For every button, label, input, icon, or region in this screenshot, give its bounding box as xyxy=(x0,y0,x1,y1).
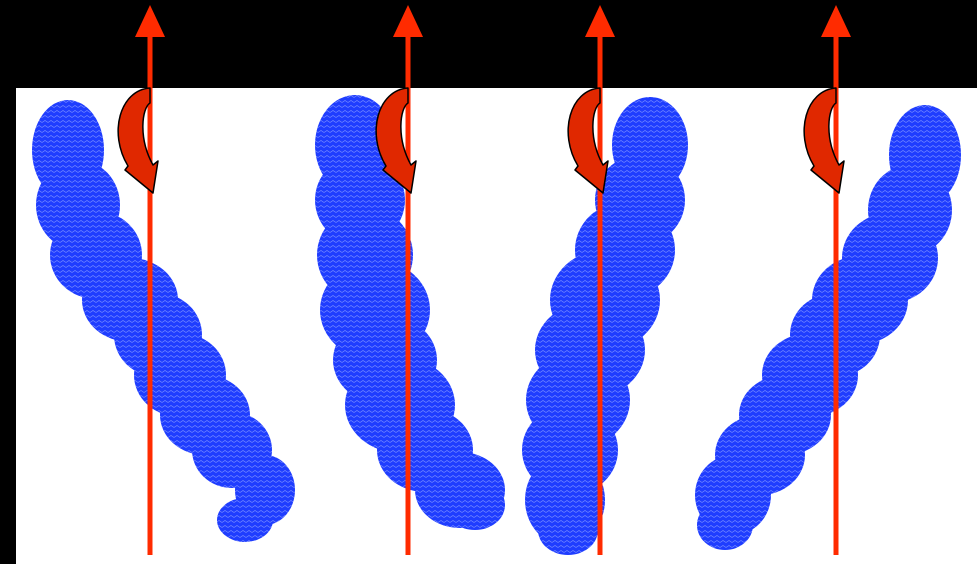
axis-arrowhead-icon xyxy=(821,5,851,37)
axis-arrowhead-icon xyxy=(393,5,423,37)
axis-arrowhead-icon xyxy=(585,5,615,37)
molecule-1 xyxy=(32,100,295,542)
axis-arrowhead-icon xyxy=(135,5,165,37)
